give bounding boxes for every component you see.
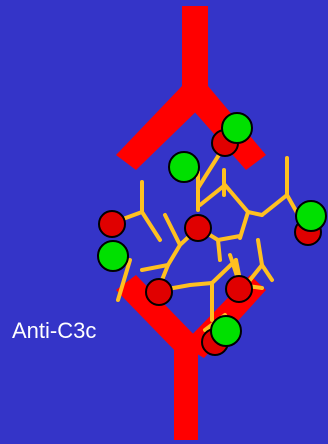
green-particle [221,112,253,144]
green-particle [168,151,200,183]
green-particle [210,315,242,347]
antibody-bottom-left-arm [116,275,204,358]
branch-line [216,238,222,262]
antibody-bottom-stem [174,345,198,440]
branch-line [140,210,162,242]
particles [97,112,327,356]
red-particle [145,278,173,306]
diagram-label: Anti-C3c [12,318,96,343]
green-particle [295,200,327,232]
antibody-top-stem [182,6,208,96]
branch-line [246,210,264,217]
branch-line [116,258,132,302]
red-particle [98,210,126,238]
branch-line [238,210,250,240]
red-particle [184,214,212,242]
branch-line [196,148,224,190]
antibody-top-left-arm [116,86,208,170]
branch-line [198,182,250,214]
red-particle [225,275,253,303]
branch-line [256,238,264,267]
green-particle [97,240,129,272]
